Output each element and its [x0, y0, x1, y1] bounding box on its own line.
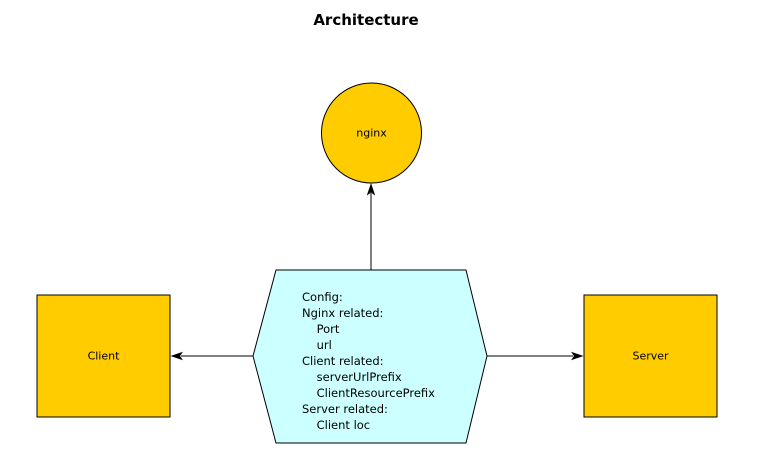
config-line: Port	[302, 322, 340, 336]
server-node-label: Server	[632, 349, 669, 363]
config-line: Nginx related:	[302, 306, 384, 320]
config-line: Client loc	[302, 418, 371, 432]
arrowhead-left-icon	[170, 351, 183, 361]
nginx-node-circle	[321, 82, 422, 184]
config-line: Config:	[302, 290, 343, 304]
server-node-rect	[583, 294, 718, 418]
arrowhead-right-icon	[571, 351, 584, 361]
config-line: serverUrlPrefix	[302, 370, 402, 384]
diagram-title: Architecture	[313, 11, 419, 29]
config-line: ClientResourcePrefix	[302, 386, 435, 400]
config-line: Client related:	[302, 354, 384, 368]
nginx-node-label: nginx	[356, 126, 387, 140]
arrowhead-up-icon	[366, 183, 376, 196]
config-line: Server related:	[302, 402, 388, 416]
client-node-rect	[36, 294, 171, 418]
client-node-label: Client	[87, 349, 120, 363]
config-line: url	[302, 338, 332, 352]
